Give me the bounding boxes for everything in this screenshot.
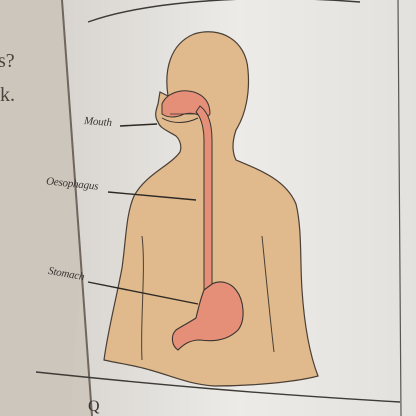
stomach-leader-line <box>87 281 199 305</box>
page-border-right <box>397 0 402 416</box>
bottom-partial-text: Q <box>88 398 100 415</box>
right-arm-crease <box>261 235 275 353</box>
lower-lip <box>161 117 199 123</box>
bottom-rule-line <box>35 371 401 403</box>
stomach-organ <box>171 281 244 351</box>
left-arm-crease <box>141 235 144 361</box>
mouth-leader-line <box>119 123 158 127</box>
facing-page-text-top: s? <box>0 50 15 72</box>
top-curve-line <box>87 0 361 23</box>
oesophagus-leader-line <box>107 191 197 201</box>
mouth-label: Mouth <box>83 115 113 129</box>
facing-page-text-mid: k. <box>0 84 15 106</box>
page-edge <box>61 0 93 416</box>
